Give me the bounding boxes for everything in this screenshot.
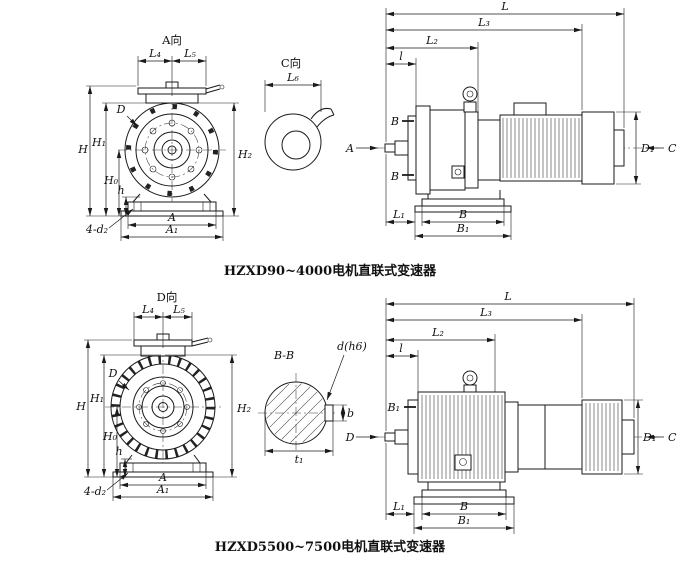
section-hatching [266, 383, 326, 443]
fig1-mark-B-top: B [390, 115, 399, 128]
fig2-arrow-C-label: C [668, 431, 677, 444]
fig2-dim-H2: H₂ [236, 402, 251, 415]
fig2-label-D: D [108, 367, 118, 380]
fig1-dim-L6: L₆ [286, 71, 299, 84]
fig2-label-4d2: 4-d₂ [83, 485, 106, 498]
fig1-c-view: C向 L₆ [264, 56, 335, 171]
fig1-dim-H1: H₁ [91, 136, 106, 149]
fig2-arrow-D-label: D [345, 431, 355, 444]
fig2-dim-H: H [75, 400, 86, 413]
fig2-mark-B1: B₁ [387, 401, 401, 414]
fig1-dim-H2: H₂ [237, 148, 252, 161]
fig1-dim-L5: L₅ [183, 47, 196, 60]
fig1-dim-h: h [117, 184, 124, 197]
fig1-view-c-label: C向 [281, 56, 301, 70]
fig2-side-view [378, 370, 662, 505]
fig2-dim-H0: H₀ [102, 430, 118, 443]
fig2-label-d-h6: d(h6) [337, 340, 367, 353]
fig1-label-D: D [116, 103, 126, 116]
fig1-caption: HZXD90~4000电机直联式变速器 [224, 263, 437, 279]
fig1-view-a-label: A向 [161, 33, 182, 47]
fig2-dim-B1: B₁ [457, 514, 471, 527]
fig1-dim-L1: L₁ [392, 208, 405, 221]
figure1: A向 L₄ L₅ H H₁ H₀ h H₂ A A₁ 4-d₂ [77, 0, 677, 279]
fig1-dim-l: l [399, 50, 403, 63]
fig2-dim-L1: L₁ [392, 500, 405, 513]
fig2-dim-b: b [347, 407, 354, 420]
fig1-front-view [118, 81, 226, 217]
fig1-dim-L2: L₂ [425, 34, 438, 47]
fig2-view-d-label: D向 [157, 290, 178, 304]
fig1-side-view [378, 86, 662, 213]
fig2-dim-l: l [399, 342, 403, 355]
fig1-dim-A: A [167, 211, 176, 224]
fig2-dim-h: h [115, 445, 122, 458]
fig2-dim-L2: L₂ [431, 326, 444, 339]
fig2-front-dimensions: D向 L₄ L₅ H H₁ H₀ h H₂ A A₁ 4-d₂ [75, 290, 251, 501]
fig2-dim-A: A [158, 471, 167, 484]
fig2-dim-t1: t₁ [295, 453, 304, 466]
fig2-side-dimensions: L L₃ L₂ l B₁ D C D₁ L₁ B B₁ [345, 290, 677, 534]
fig2-dim-A1: A₁ [156, 483, 169, 496]
fig1-dim-D1: D₁ [640, 142, 654, 155]
fig2-dim-B: B [459, 500, 468, 513]
fig2-front-view [105, 333, 223, 478]
fig1-dim-B1: B₁ [456, 222, 470, 235]
fig1-arrow-A-label: A [345, 142, 354, 155]
fig2-dim-D1: D₁ [642, 431, 656, 444]
fig1-label-4d2: 4-d₂ [85, 223, 108, 236]
fig1-dim-H0: H₀ [103, 174, 119, 187]
fig1-mark-B-bottom: B [390, 170, 399, 183]
fig1-front-dimensions: A向 L₄ L₅ H H₁ H₀ h H₂ A A₁ 4-d₂ [77, 33, 252, 241]
fig2-caption: HZXD5500~7500电机直联式变速器 [215, 539, 446, 555]
fig2-section-view: B-B d(h6) b t₁ [258, 340, 367, 466]
fig1-dim-H: H [77, 143, 88, 156]
fig1-dim-B: B [458, 208, 467, 221]
fig1-arrow-C-label: C [668, 142, 677, 155]
fig2-dim-L4: L₄ [141, 303, 154, 316]
fig1-dim-A1: A₁ [165, 223, 178, 236]
fig2-section-title: B-B [273, 349, 294, 362]
fig1-dim-L3: L₃ [477, 16, 490, 29]
figure2: D向 L₄ L₅ H H₁ H₀ h H₂ A A₁ 4-d₂ [75, 290, 677, 555]
fig2-dim-L3: L₃ [479, 306, 492, 319]
fig1-dim-L: L [500, 0, 508, 13]
fig2-dim-L5: L₅ [172, 303, 185, 316]
fig1-side-dimensions: L L₃ L₂ l B B A C D₁ L₁ B B₁ [345, 0, 677, 240]
fig2-dim-L: L [503, 290, 511, 303]
fig1-dim-L4: L₄ [148, 47, 161, 60]
fig2-dim-H1: H₁ [89, 392, 104, 405]
